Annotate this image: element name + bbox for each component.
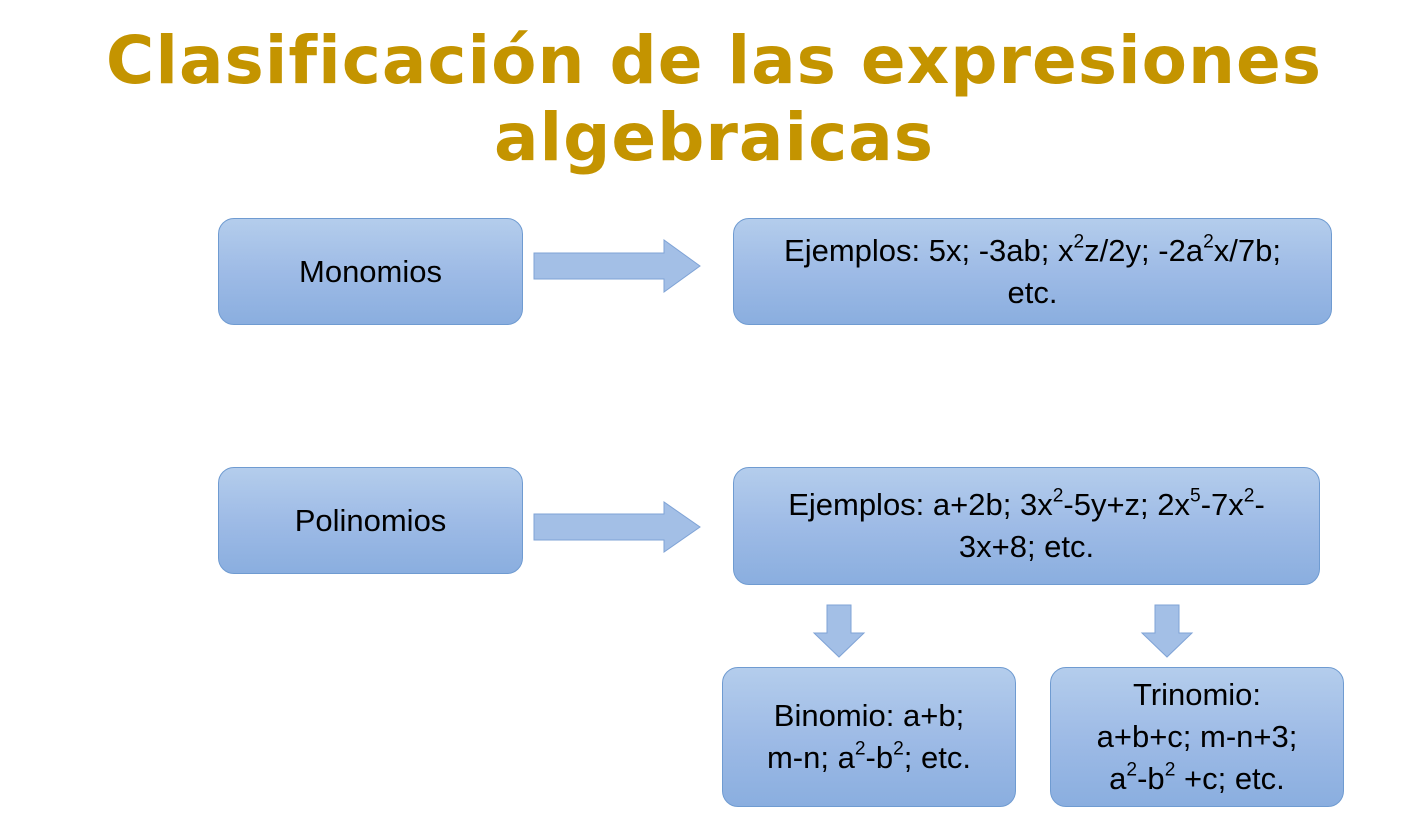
monomios-examples-line1: Ejemplos: 5x; -3ab; x2z/2y; -2a2x/7b; — [784, 231, 1281, 268]
trinomio-box: Trinomio: a+b+c; m-n+3; a2-b2 +c; etc. — [1050, 667, 1344, 807]
polinomios-box: Polinomios — [218, 467, 523, 574]
polinomios-examples-line1: Ejemplos: a+2b; 3x2-5y+z; 2x5-7x2- — [788, 485, 1265, 523]
trinomio-line3: a2-b2 +c; etc. — [1109, 759, 1285, 796]
monomios-examples-line2: etc. — [1007, 274, 1058, 310]
polinomios-examples-box: Ejemplos: a+2b; 3x2-5y+z; 2x5-7x2- 3x+8;… — [733, 467, 1320, 585]
arrow-down-binomio — [812, 604, 866, 658]
monomios-box: Monomios — [218, 218, 523, 325]
trinomio-line2: a+b+c; m-n+3; — [1096, 719, 1298, 755]
arrow-polinomios-right — [533, 501, 701, 553]
binomio-line2: m-n; a2-b2; etc. — [766, 738, 971, 775]
trinomio-line1: Trinomio: — [1132, 677, 1262, 713]
arrow-monomios-right — [533, 239, 701, 293]
monomios-label: Monomios — [299, 253, 442, 289]
arrow-down-trinomio — [1140, 604, 1194, 658]
polinomios-label: Polinomios — [294, 502, 447, 538]
binomio-line1: Binomio: a+b; — [773, 698, 965, 734]
binomio-box: Binomio: a+b; m-n; a2-b2; etc. — [722, 667, 1016, 807]
polinomios-examples-line2: 3x+8; etc. — [958, 529, 1095, 564]
monomios-examples-box: Ejemplos: 5x; -3ab; x2z/2y; -2a2x/7b; et… — [733, 218, 1332, 325]
diagram-title: Clasificación de las expresiones algebra… — [105, 22, 1323, 176]
